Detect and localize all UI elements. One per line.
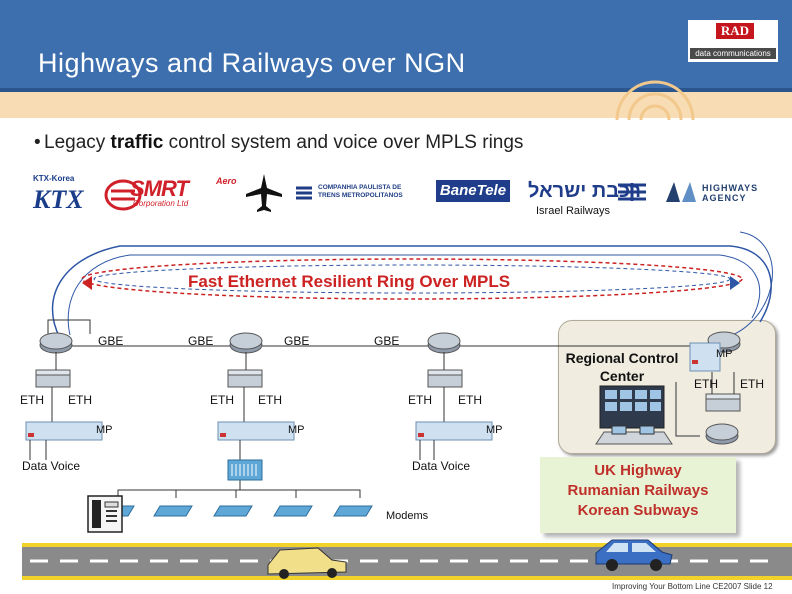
mp-label-3: MP — [486, 424, 503, 436]
mp-label-2: MP — [288, 424, 305, 436]
regional-control-center-label: Regional Control Center — [565, 350, 679, 384]
cptm-logo-icon — [296, 186, 312, 200]
eth-label-6: ETH — [458, 393, 482, 407]
bullet-prefix: Legacy — [44, 132, 111, 153]
smrt-logo-subtext: Corporation Ltd — [133, 199, 189, 208]
router-3 — [427, 332, 461, 354]
eth-label-2: ETH — [68, 393, 92, 407]
highways-word: HIGHWAYS — [702, 183, 759, 193]
header-band — [0, 92, 792, 118]
router-switch-links — [55, 352, 445, 370]
eth-label-7: ETH — [694, 377, 718, 391]
blue-car-icon — [595, 539, 673, 571]
router-5 — [705, 423, 739, 445]
mp-label-1: MP — [96, 424, 113, 436]
application-uk-highway: UK Highway — [594, 462, 682, 479]
rcc-link-1 — [675, 382, 700, 437]
ring-loop-inner — [67, 254, 761, 336]
mp3-data-voice-links — [419, 440, 435, 460]
modem-2 — [153, 505, 193, 517]
ktx-korea-label: KTX-Korea — [33, 174, 75, 183]
eth-label-5: ETH — [408, 393, 432, 407]
mp-unit-4 — [689, 342, 721, 372]
page-title: Highways and Railways over NGN — [38, 48, 466, 78]
mpls-ring-red — [81, 258, 743, 300]
ring-arrow-left — [82, 276, 92, 290]
application-korean-subways: Korean Subways — [577, 502, 699, 519]
eth-label-8: ETH — [740, 377, 764, 391]
israel-railways-hebrew-logo: רכבת ישראל — [528, 180, 642, 202]
israel-railways-icon — [618, 183, 646, 201]
footer-text: Improving Your Bottom Line CE2007 Slide … — [612, 582, 773, 591]
switch-4 — [705, 393, 741, 412]
mp-unit-3 — [415, 421, 493, 441]
gbe-label-2: GBE — [188, 334, 214, 348]
mp-unit-2 — [217, 421, 295, 441]
gbe-label-4: GBE — [374, 334, 400, 348]
mpls-ring-label: Fast Ethernet Resilient Ring Over MPLS — [188, 272, 511, 291]
modem-4 — [273, 505, 313, 517]
gbe-label-1: GBE — [98, 334, 124, 348]
bullet-suffix: control system and voice over MPLS rings — [163, 132, 524, 153]
switch-2 — [227, 369, 263, 388]
header-divider — [0, 88, 792, 92]
rcc-links-eth — [711, 372, 735, 394]
switch-mp-links — [51, 387, 445, 422]
airplane-icon — [246, 174, 282, 212]
cptm-logo-text: COMPANHIA PAULISTA DE TRENS METROPOLITAN… — [318, 184, 403, 199]
israel-railways-label: Israel Railways — [536, 205, 610, 217]
ring-loop-right — [724, 231, 773, 339]
rad-logo-mark: RAD — [716, 23, 754, 39]
smrt-logo-text: SMRT — [130, 176, 189, 201]
router-1 — [39, 332, 73, 354]
gbe-label-3: GBE — [284, 334, 310, 348]
agency-word: AGENCY — [702, 193, 747, 203]
hub-device — [227, 459, 263, 481]
ktx-logo: KTX — [33, 185, 84, 214]
modem-5 — [333, 505, 373, 517]
switch-1 — [35, 369, 71, 388]
header-bar — [0, 0, 792, 92]
gbe-uplink-left — [47, 319, 91, 346]
eth-label-3: ETH — [210, 393, 234, 407]
smrt-logo — [104, 179, 142, 211]
modem-drops — [175, 490, 297, 498]
bullet-bold: traffic — [110, 132, 164, 153]
bullet-dot: • — [34, 132, 41, 153]
modem-3 — [213, 505, 253, 517]
data-voice-label-2: Data Voice — [412, 459, 471, 473]
decorative-arcs — [615, 80, 695, 120]
ring-loop-outer — [51, 245, 772, 339]
modems-label: Modems — [386, 510, 429, 522]
rad-logo-text: data communications — [690, 48, 776, 59]
telephone-icon — [87, 495, 123, 533]
switch-3 — [427, 369, 463, 388]
road-edge-bottom — [22, 576, 792, 580]
router-2 — [229, 332, 263, 354]
ring-arrow-right — [730, 276, 740, 290]
mp-unit-1 — [25, 421, 103, 441]
taxi-car-icon — [267, 547, 347, 579]
bullet-text: Legacy traffic control system and voice … — [44, 132, 523, 154]
highways-agency-icon — [666, 182, 696, 202]
modem-bus — [117, 489, 361, 498]
mp-label-4: MP — [716, 348, 733, 360]
data-voice-label-1: Data Voice — [22, 459, 81, 473]
aero-logo-text: Aero — [216, 176, 237, 186]
applications-box — [540, 457, 736, 533]
banetele-logo: BaneTele — [436, 180, 510, 202]
mp1-data-voice-links — [29, 440, 47, 460]
road-edge-top — [22, 543, 792, 547]
applications-text: UK Highway Rumanian Railways Korean Subw… — [540, 461, 736, 521]
application-rumanian-railways: Rumanian Railways — [567, 482, 709, 499]
control-center-workstation-icon — [595, 385, 673, 445]
eth-label-1: ETH — [20, 393, 44, 407]
eth-label-4: ETH — [258, 393, 282, 407]
